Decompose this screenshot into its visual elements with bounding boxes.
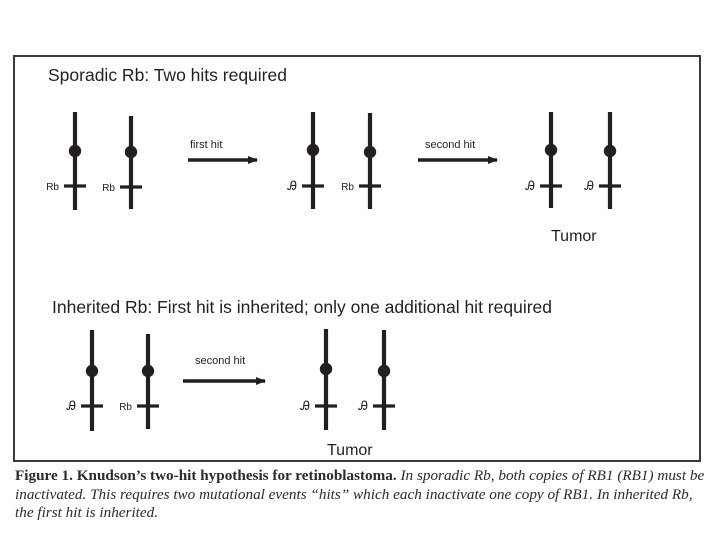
chromosome-sporadic: Ꭿ bbox=[525, 112, 562, 208]
inherited-second-hit-label: second hit bbox=[195, 355, 245, 367]
mutated-rb-label: Ꭿ bbox=[584, 178, 594, 193]
mutated-rb-label: Ꭿ bbox=[287, 178, 297, 193]
rb-gene-label: Rb bbox=[341, 182, 354, 193]
caption-body: In sporadic Rb, both copies of RB1 (RB1)… bbox=[15, 467, 705, 521]
first-hit-label: first hit bbox=[190, 139, 222, 151]
centromere bbox=[603, 144, 617, 158]
mutated-rb-label: Ꭿ bbox=[525, 178, 535, 193]
chromosome-sporadic: Rb bbox=[46, 112, 86, 210]
mutated-rb-label: Ꭿ bbox=[300, 398, 310, 413]
rb-gene-label: Rb bbox=[102, 183, 115, 194]
chromosome-sporadic: Rb bbox=[102, 116, 142, 209]
centromere bbox=[319, 362, 333, 376]
figure-caption: Figure 1. Knudson’s two-hit hypothesis f… bbox=[15, 467, 705, 523]
chromosome-sporadic: Ꭿ bbox=[584, 112, 621, 209]
sporadic-title: Sporadic Rb: Two hits required bbox=[48, 65, 287, 85]
mutated-rb-label: Ꭿ bbox=[358, 398, 368, 413]
rb-gene-label: Rb bbox=[46, 182, 59, 193]
centromere bbox=[544, 143, 558, 157]
centromere bbox=[68, 144, 82, 158]
caption-title: Figure 1. Knudson’s two-hit hypothesis f… bbox=[15, 467, 397, 484]
centromere bbox=[124, 145, 138, 159]
figure-frame bbox=[13, 55, 701, 462]
centromere bbox=[377, 364, 391, 378]
centromere bbox=[141, 364, 155, 378]
sporadic-tumor-label: Tumor bbox=[551, 228, 597, 245]
centromere bbox=[363, 145, 377, 159]
centromere bbox=[306, 143, 320, 157]
centromere bbox=[85, 364, 99, 378]
inherited-title: Inherited Rb: First hit is inherited; on… bbox=[52, 297, 552, 317]
second-hit-label: second hit bbox=[425, 139, 475, 151]
inherited-tumor-label: Tumor bbox=[327, 442, 373, 459]
chromosome-sporadic: Ꭿ bbox=[287, 112, 324, 209]
chromosome-inherited: Rb bbox=[119, 334, 159, 429]
chromosome-inherited: Ꭿ bbox=[358, 330, 395, 430]
mutated-rb-label: Ꭿ bbox=[66, 398, 76, 413]
chromosome-inherited: Ꭿ bbox=[66, 330, 103, 431]
knudson-diagram: Sporadic Rb: Two hits required Inherited… bbox=[46, 65, 621, 459]
rb-gene-label: Rb bbox=[119, 402, 132, 413]
chromosome-sporadic: Rb bbox=[341, 113, 381, 209]
chromosome-inherited: Ꭿ bbox=[300, 329, 337, 430]
